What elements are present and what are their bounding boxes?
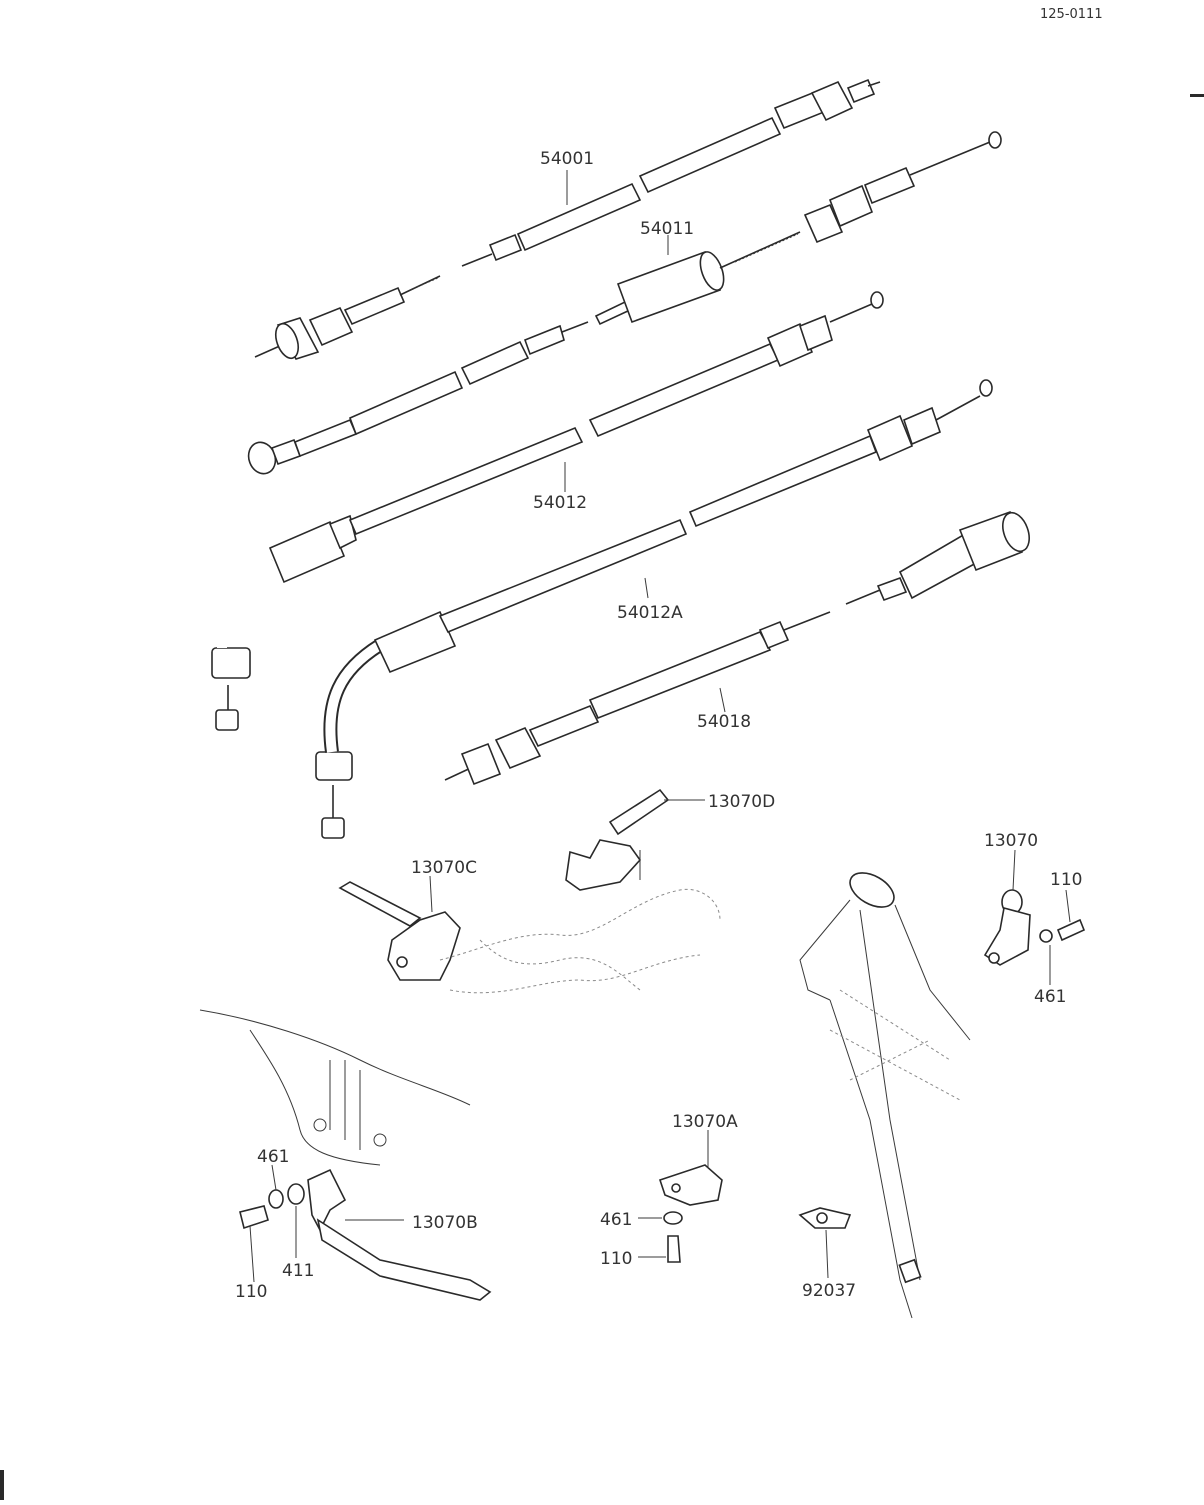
label-461-left: 461 bbox=[257, 1147, 289, 1167]
bolt-110-right bbox=[1056, 918, 1086, 942]
cable-54001 bbox=[254, 78, 881, 360]
cable-54012A bbox=[315, 379, 993, 839]
cable-54011 bbox=[247, 131, 1002, 475]
edge-mark-bottom bbox=[0, 1470, 4, 1500]
label-54001: 54001 bbox=[540, 149, 594, 169]
washer-461-right bbox=[1039, 929, 1053, 943]
label-13070D: 13070D bbox=[708, 792, 775, 812]
page-code: 125-0111 bbox=[1040, 7, 1103, 22]
washer-461-left bbox=[268, 1189, 284, 1209]
label-54011: 54011 bbox=[640, 219, 694, 239]
label-54018: 54018 bbox=[697, 712, 751, 732]
label-13070: 13070 bbox=[984, 831, 1038, 851]
bolt-110-left bbox=[239, 1205, 269, 1230]
cable-54012 bbox=[211, 291, 884, 731]
clamp-13070B bbox=[239, 1168, 492, 1301]
clamp-13070 bbox=[983, 889, 1086, 966]
washer-461-center bbox=[663, 1211, 683, 1225]
frame-outline bbox=[799, 872, 971, 1319]
clamp-13070A bbox=[658, 1164, 723, 1263]
label-411-left: 411 bbox=[282, 1261, 314, 1281]
leader-lines bbox=[249, 170, 1071, 1283]
label-461-right: 461 bbox=[1034, 987, 1066, 1007]
cable-54018 bbox=[444, 510, 1030, 786]
label-13070C: 13070C bbox=[411, 858, 477, 878]
label-54012A: 54012A bbox=[617, 603, 683, 623]
washer-411-left bbox=[287, 1183, 305, 1205]
wiring-harness-outline bbox=[199, 888, 721, 1166]
edge-mark bbox=[1190, 94, 1204, 97]
label-92037: 92037 bbox=[802, 1281, 856, 1301]
label-13070A: 13070A bbox=[672, 1112, 738, 1132]
label-110-right: 110 bbox=[1050, 870, 1082, 890]
label-54012: 54012 bbox=[533, 493, 587, 513]
label-13070B: 13070B bbox=[412, 1213, 478, 1233]
strip-13070D bbox=[565, 788, 670, 891]
bolt-110-center bbox=[667, 1235, 681, 1263]
label-461-center: 461 bbox=[600, 1210, 632, 1230]
clamp-92037 bbox=[798, 1207, 852, 1229]
strip-13070C bbox=[338, 881, 461, 981]
label-110-center: 110 bbox=[600, 1249, 632, 1269]
label-110-left: 110 bbox=[235, 1282, 267, 1302]
